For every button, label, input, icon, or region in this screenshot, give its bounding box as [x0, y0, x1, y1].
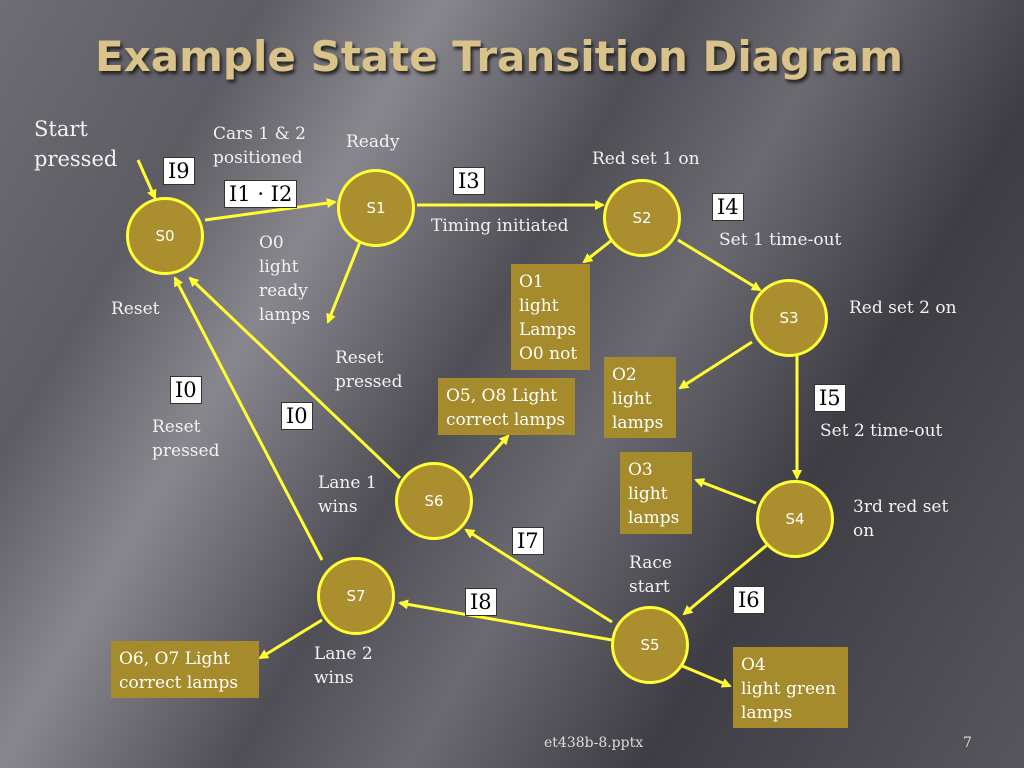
arrow-s2-to-o1	[582, 238, 613, 264]
label-o0: O0 light ready lamps	[259, 233, 311, 325]
arrow-start-to-s0	[136, 159, 157, 200]
input-i5: I5	[814, 384, 846, 412]
label-reset-pressed-s7: Reset pressed	[152, 417, 220, 461]
arrow-s6-to-s0	[188, 276, 402, 480]
output-o3: O3 light lamps	[620, 452, 692, 534]
state-s0: S0	[126, 197, 204, 275]
label-3rd-red-set: 3rd red set on	[853, 497, 949, 541]
state-s3: S3	[750, 279, 828, 357]
arrow-s7-to-s0	[173, 276, 324, 561]
state-s6: S6	[395, 462, 473, 540]
input-i0-left: I0	[170, 376, 202, 404]
label-red-set-2: Red set 2 on	[849, 298, 957, 318]
arrow-s4-to-o3	[694, 478, 757, 505]
label-timing-initiated: Timing initiated	[431, 216, 569, 236]
input-i6: I6	[733, 586, 765, 614]
input-i7: I7	[512, 527, 544, 555]
input-i3: I3	[453, 167, 485, 195]
arrow-s6-to-o58	[468, 434, 510, 480]
output-o4: O4 light green lamps	[733, 647, 848, 728]
state-s2: S2	[603, 179, 681, 257]
label-lane1-wins: Lane 1 wins	[318, 473, 377, 517]
input-i4: I4	[712, 193, 744, 221]
arrow-s7-to-o67	[258, 618, 323, 660]
slide-title: Example State Transition Diagram	[95, 32, 904, 81]
label-reset-pressed-s6: Reset pressed	[335, 348, 403, 392]
arrow-s1-to-o0	[326, 241, 362, 324]
label-race-start: Race start	[629, 553, 672, 597]
label-start-pressed: Start pressed	[34, 117, 118, 171]
output-o2: O2 light lamps	[604, 357, 676, 438]
state-s4: S4	[756, 480, 834, 558]
footer-filename: et438b-8.pptx	[544, 735, 644, 751]
footer-page-number: 7	[963, 735, 972, 751]
arrow-s0-to-s1	[204, 198, 337, 222]
arrow-s5-to-s6	[464, 528, 613, 624]
label-set1-timeout: Set 1 time-out	[719, 230, 842, 250]
label-reset: Reset	[111, 299, 160, 319]
state-s7: S7	[317, 557, 395, 635]
arrow-s3-to-o2	[678, 340, 753, 390]
output-o1: O1 light Lamps O0 not	[511, 264, 590, 370]
input-i8: I8	[465, 588, 497, 616]
input-i1-i2: I1 · I2	[224, 180, 298, 208]
input-i0-right: I0	[281, 402, 313, 430]
arrow-s2-to-s3	[677, 238, 762, 292]
arrow-s4-to-s5	[682, 543, 768, 616]
state-s1: S1	[337, 169, 415, 247]
state-s5: S5	[611, 606, 689, 684]
output-o6-o7: O6, O7 Light correct lamps	[111, 641, 259, 698]
label-cars-positioned: Cars 1 & 2 positioned	[213, 124, 306, 168]
label-set2-timeout: Set 2 time-out	[820, 421, 943, 441]
arrow-s5-to-s7	[398, 599, 613, 642]
label-red-set-1: Red set 1 on	[592, 149, 700, 169]
label-lane2-wins: Lane 2 wins	[314, 644, 373, 688]
input-i9: I9	[163, 157, 195, 185]
output-o5-o8: O5, O8 Light correct lamps	[438, 378, 575, 435]
label-ready: Ready	[346, 132, 400, 152]
